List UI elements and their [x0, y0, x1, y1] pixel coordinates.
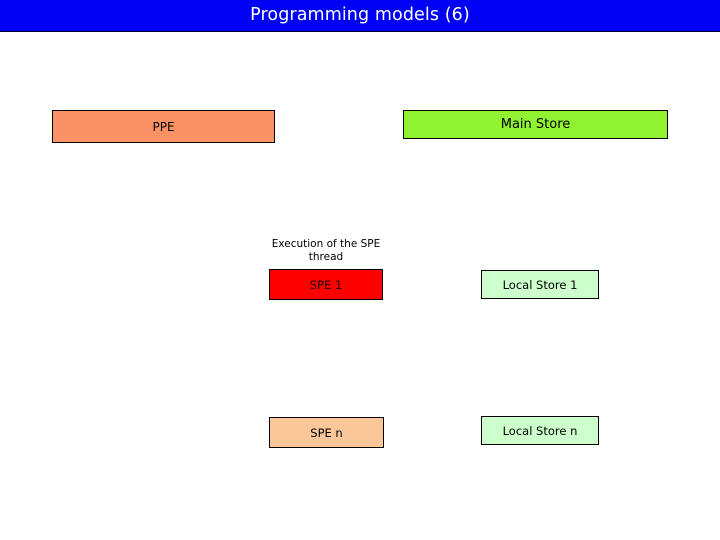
block-ppe: PPE	[52, 110, 275, 143]
block-spe-n: SPE n	[269, 417, 384, 448]
annotation-spe-thread: Execution of the SPE thread	[246, 238, 406, 264]
block-local-store-1: Local Store 1	[481, 270, 599, 299]
annotation-spe-thread-line1: Execution of the SPE	[271, 238, 381, 250]
block-ppe-label: PPE	[152, 119, 175, 134]
block-spe-n-label: SPE n	[310, 425, 343, 440]
block-spe-1: SPE 1	[269, 269, 383, 300]
block-main-store: Main Store	[403, 110, 668, 139]
block-spe-1-label: SPE 1	[309, 277, 343, 292]
block-main-store-label: Main Store	[500, 117, 571, 132]
block-local-store-1-label: Local Store 1	[502, 277, 578, 292]
block-local-store-n-label: Local Store n	[502, 423, 578, 438]
slide-title-bar: Programming models (6)	[0, 0, 720, 32]
slide-title: Programming models (6)	[250, 5, 470, 25]
block-local-store-n: Local Store n	[481, 416, 599, 445]
annotation-spe-thread-line2: thread	[308, 251, 344, 263]
